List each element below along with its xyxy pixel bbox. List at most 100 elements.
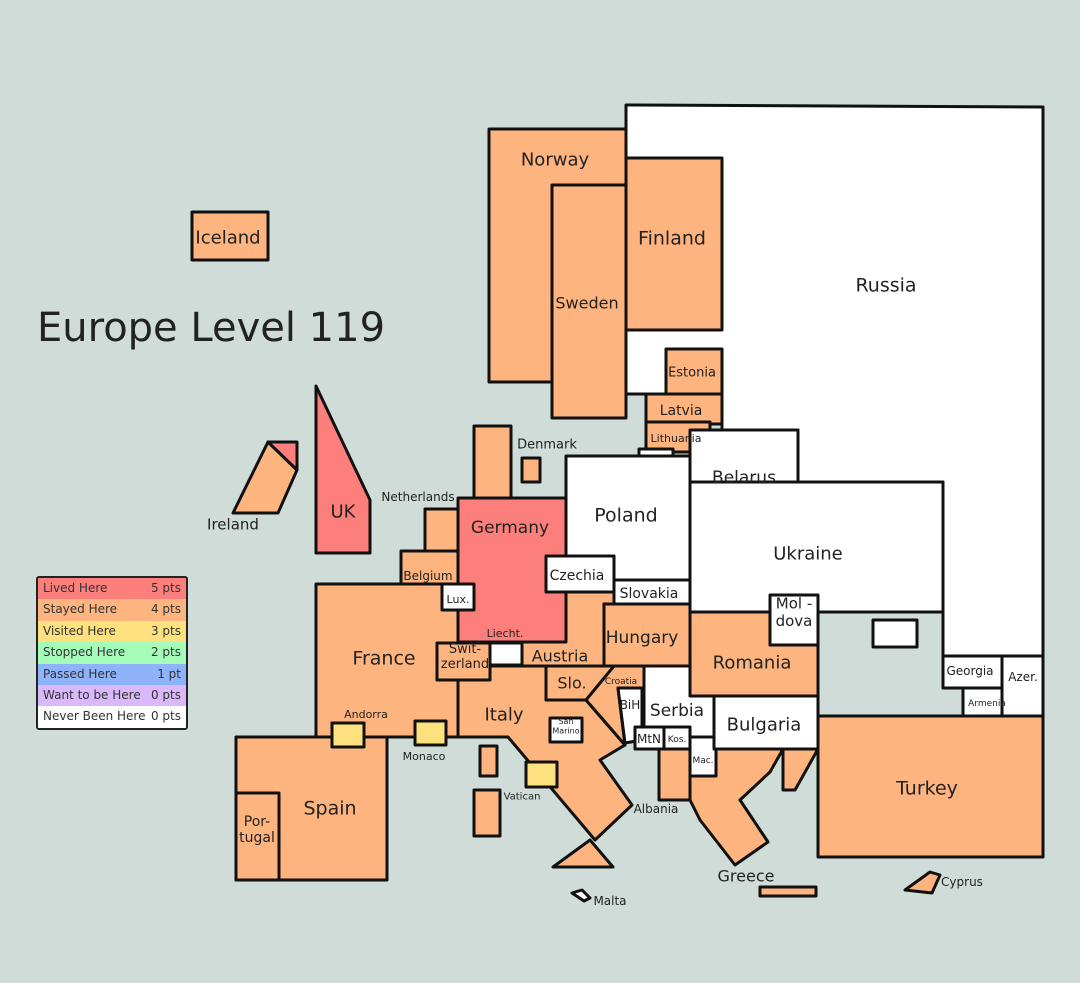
country-greece[interactable] [688,747,785,867]
country-label-line: Belgium [403,569,452,583]
legend-points: 2 pts [150,645,181,660]
country-label-vatican: Vatican [504,792,541,803]
legend-points: 0 pts [150,709,181,724]
country-label-kosovo: Kos. [668,735,687,745]
country-label-liechtenstein: Liecht. [487,627,524,640]
country-crimea[interactable] [871,618,919,649]
country-sardinia[interactable] [472,788,502,838]
legend-label: Passed Here [43,666,117,681]
country-label-line: Lithuania [651,432,702,445]
country-label-line: San [558,717,573,726]
country-label-spain: Spain [303,798,356,820]
country-label-line: Netherlands [381,490,454,504]
country-denmark-island[interactable] [520,456,542,484]
country-monaco[interactable] [413,719,448,747]
country-malta[interactable] [570,888,592,903]
country-label-ireland: Ireland [207,515,259,533]
country-label-line: zerland [441,657,489,672]
page-title: Europe Level 119 [37,305,386,351]
country-label-line: Slovakia [620,586,679,602]
country-label-line: BiH [620,698,641,712]
country-label-line: Cyprus [941,875,983,889]
country-label-portugal: Por-tugal [239,814,275,846]
country-finland[interactable] [624,156,724,332]
country-label-line: Swit- [449,642,482,657]
country-northern-ireland[interactable] [266,440,299,472]
legend-points: 3 pts [150,623,181,638]
country-azerbaijan[interactable] [1000,654,1045,718]
legend-points: 5 pts [150,581,181,595]
country-label-ukraine: Ukraine [773,543,843,564]
country-latvia[interactable] [644,392,724,426]
country-albania[interactable] [657,747,692,802]
country-sweden[interactable] [550,183,628,420]
country-label-line: Marino [552,726,579,735]
country-label-netherlands: Netherlands [381,490,454,504]
country-label-georgia: Georgia [946,664,993,678]
country-label-line: Ukraine [773,543,843,564]
country-label-line: Liecht. [487,627,524,640]
legend-label: Never Been Here [43,709,146,724]
legend-points: 4 pts [150,602,181,617]
country-label-line: Hungary [606,628,679,648]
country-label-line: UK [331,501,357,522]
country-denmark[interactable] [472,424,513,500]
country-label-line: Mol - [776,595,812,613]
country-label-line: Poland [594,505,657,527]
country-label-bih: BiH [620,698,641,712]
country-label-poland: Poland [594,505,657,527]
country-san-marino[interactable] [548,716,584,744]
country-iceland[interactable] [190,210,270,262]
country-label-line: Turkey [895,778,958,800]
country-label-line: Belarus [712,468,776,488]
country-cyprus[interactable] [903,870,942,895]
country-label-line: Vatican [504,792,541,803]
country-label-uk: UK [331,501,357,522]
country-label-sweden: Sweden [555,294,618,313]
country-greece-east[interactable] [781,747,820,792]
country-label-latvia: Latvia [660,403,703,419]
country-label-line: Croatia [605,677,637,687]
country-label-italy: Italy [484,704,523,725]
country-label-austria: Austria [532,647,589,666]
country-label-line: Slo. [557,674,586,693]
country-portugal[interactable] [234,791,281,882]
country-label-line: Czechia [550,568,605,584]
country-andorra[interactable] [330,721,366,749]
country-label-line: Bulgaria [727,714,802,735]
country-label-line: Denmark [517,438,577,453]
country-label-belgium: Belgium [403,569,452,583]
country-label-line: Sweden [555,294,618,313]
country-label-line: Por- [244,814,270,830]
country-label-germany: Germany [471,518,549,538]
country-label-line: Latvia [660,403,703,419]
country-label-line: dova [776,612,813,630]
country-ukraine[interactable] [688,480,945,614]
country-label-line: Finland [638,228,706,250]
country-label-macedonia: Mac. [692,756,713,766]
country-sicily[interactable] [551,838,615,869]
country-label-line: Austria [532,647,589,666]
country-label-denmark: Denmark [517,438,577,453]
country-vatican[interactable] [524,760,559,789]
country-corsica[interactable] [478,744,499,778]
country-label-malta: Malta [593,894,626,908]
country-label-line: Albania [634,802,679,816]
country-label-bulgaria: Bulgaria [727,714,802,735]
country-label-line: Spain [303,798,356,820]
country-label-line: Armenia [968,699,1006,709]
country-label-line: Andorra [344,708,388,721]
country-label-line: Germany [471,518,549,538]
legend-label: Want to be Here [43,687,141,702]
country-label-russia: Russia [855,275,916,297]
country-liechtenstein[interactable] [488,641,524,667]
country-label-france: France [352,648,415,670]
country-crete[interactable] [758,885,818,898]
country-moldova[interactable] [768,593,820,647]
country-uk[interactable] [314,384,372,555]
